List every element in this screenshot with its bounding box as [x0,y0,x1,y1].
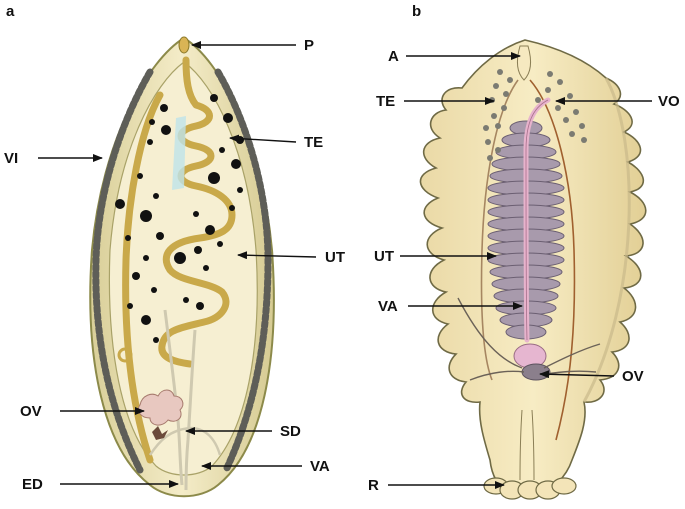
label-te-a: TE [304,134,323,151]
panel-a: a [4,3,345,496]
label-ut-b: UT [374,248,394,265]
label-va-a: VA [310,458,330,475]
panel-a-letter: a [6,3,15,20]
label-r: R [368,477,379,494]
label-a: A [388,48,399,65]
label-ed: ED [22,476,43,493]
label-vi: VI [4,150,18,167]
label-p: P [304,37,314,54]
label-te-b: TE [376,93,395,110]
label-vo: VO [658,93,680,110]
label-ut-a: UT [325,249,345,266]
label-sd: SD [280,423,301,440]
pore-a [179,37,189,53]
rosette-b [484,478,576,499]
panel-b: b [368,3,680,499]
label-va-b: VA [378,298,398,315]
label-ov-a: OV [20,403,42,420]
panel-b-letter: b [412,3,421,20]
label-ov-b: OV [622,368,644,385]
